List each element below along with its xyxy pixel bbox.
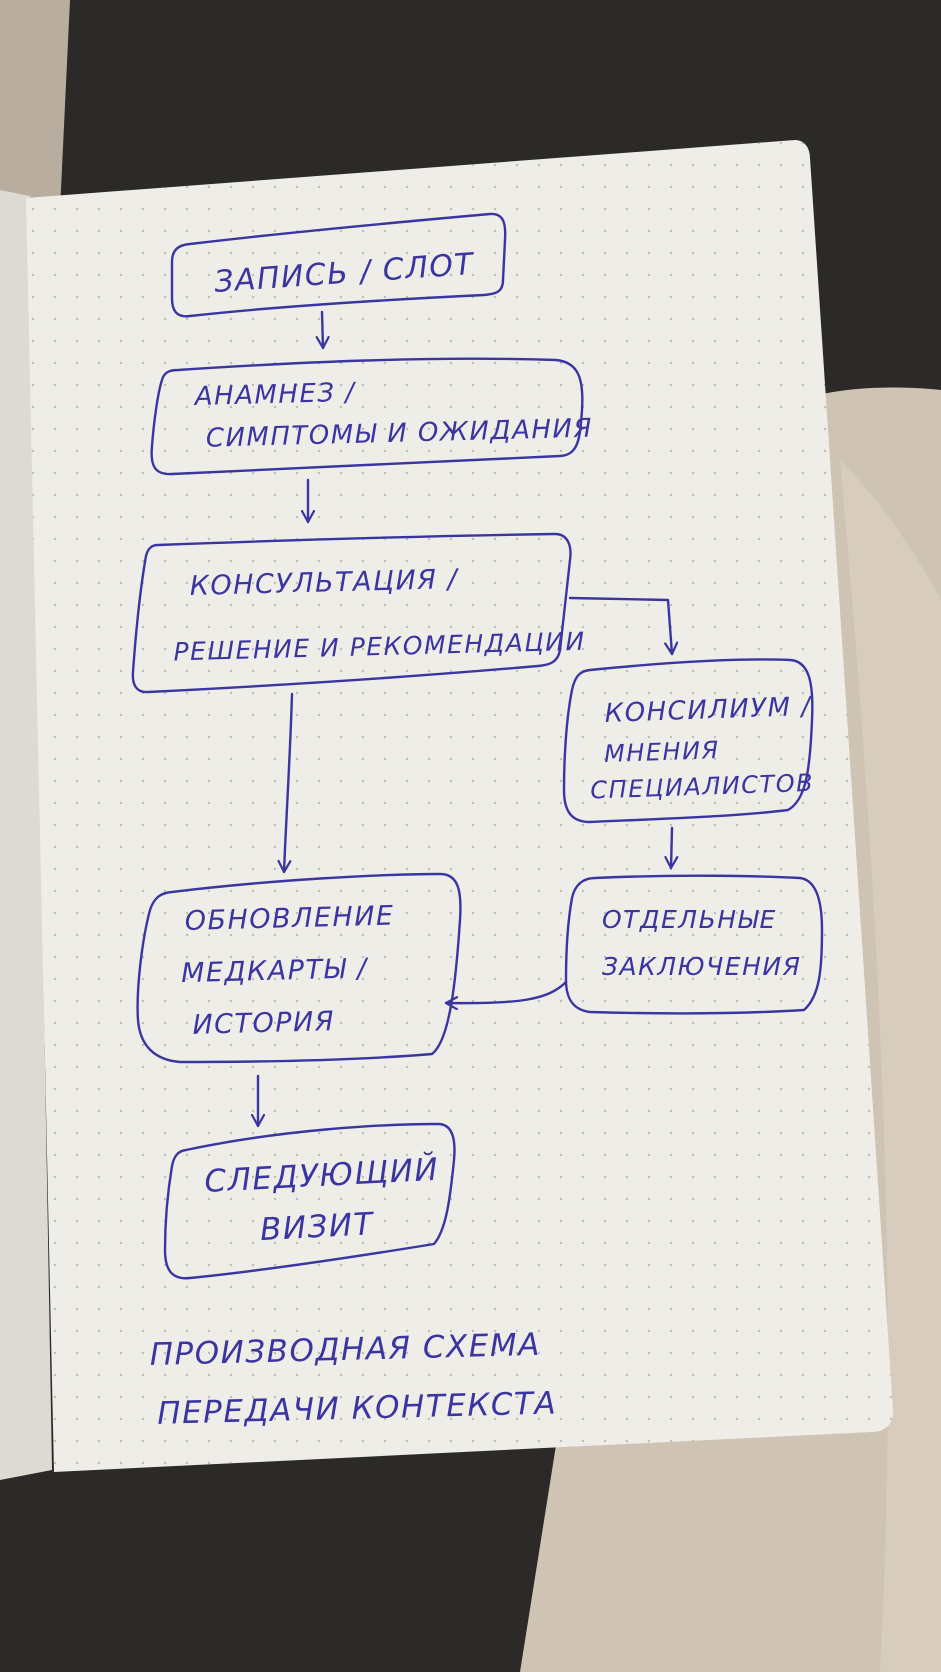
arrow-consultation-to-council <box>568 596 672 656</box>
box-conclusions <box>564 874 824 1015</box>
arrow-booking-to-anamnesis <box>322 310 323 350</box>
box-record-update <box>136 872 462 1064</box>
blanket-top-left <box>0 0 70 240</box>
node-label-conclusions: ОТДЕЛЬНЫЕ ЗАКЛЮЧЕНИЯ <box>602 905 801 981</box>
box-consultation <box>131 532 572 694</box>
arrow-council-to-conclusions <box>671 826 672 870</box>
dot-grid <box>26 140 894 1472</box>
box-next-visit <box>163 1122 456 1280</box>
box-anamnesis <box>150 357 584 476</box>
arrow-conclusions-to-record-update <box>444 980 568 1003</box>
arrow-consultation-to-record-update <box>284 692 294 874</box>
node-label-record-update: ОБНОВЛЕНИЕ МЕДКАРТЫ / ИСТОРИЯ <box>179 900 407 1041</box>
box-council <box>562 658 814 824</box>
blanket-fold <box>840 460 941 1672</box>
box-booking <box>170 212 507 318</box>
notebook-left-page <box>0 190 52 1480</box>
